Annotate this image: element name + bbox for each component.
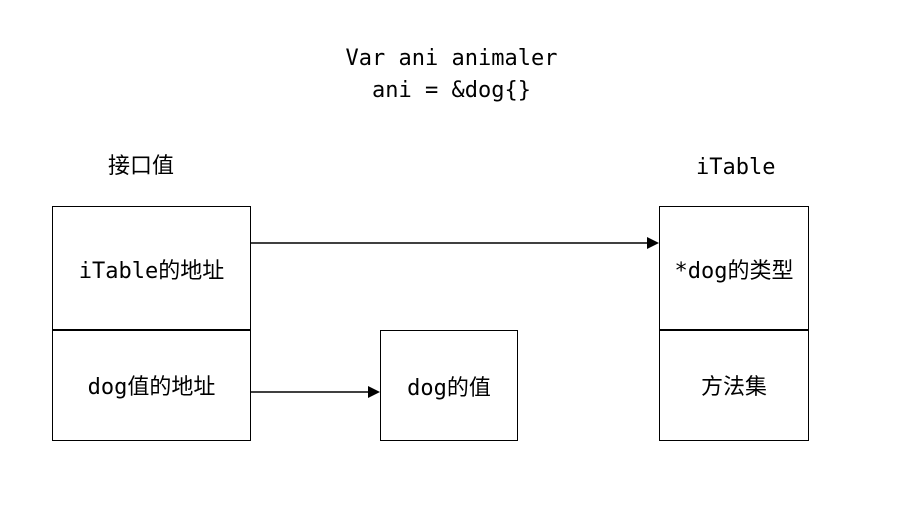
- itable-address-cell: iTable的地址: [52, 206, 251, 331]
- code-line-assignment: ani = &dog{}: [372, 78, 531, 103]
- interface-value-heading: 接口值: [108, 154, 175, 179]
- dog-type-cell: *dog的类型: [659, 206, 809, 331]
- method-set-cell: 方法集: [659, 329, 809, 441]
- dog-value-box: dog的值: [380, 330, 518, 441]
- dog-value-address-cell: dog值的地址: [52, 329, 251, 441]
- arrow-to-dog-value: [251, 386, 380, 398]
- arrow-to-itable: [251, 237, 659, 249]
- itable-heading: iTable: [696, 155, 776, 180]
- code-line-declaration: Var ani animaler: [345, 46, 558, 71]
